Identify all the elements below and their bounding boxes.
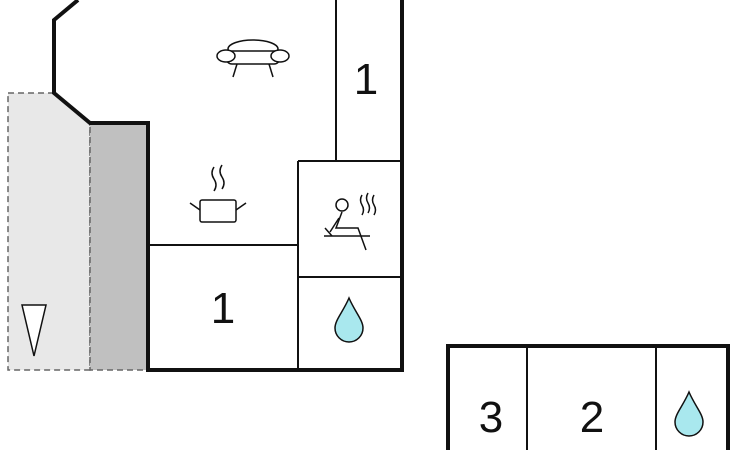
sofa-icon (216, 39, 290, 78)
annex-building-outline (446, 344, 730, 450)
carport-area (89, 122, 149, 371)
water-drop-icon (674, 390, 704, 437)
interior-walls (148, 0, 402, 370)
terrace-area (7, 92, 91, 371)
cooking-pot-icon (189, 164, 247, 223)
sauna-icon (324, 192, 377, 251)
triangle-marker-icon (21, 304, 47, 357)
bedroom-3-label: 3 (479, 393, 503, 442)
bedroom-top-right-label: 1 (354, 55, 378, 104)
main-building-outline (52, 0, 404, 372)
annex-interior-walls (526, 346, 657, 450)
bedroom-bottom-label: 1 (211, 284, 235, 333)
bedroom-2-label: 2 (580, 393, 604, 442)
water-drop-icon (334, 296, 364, 343)
